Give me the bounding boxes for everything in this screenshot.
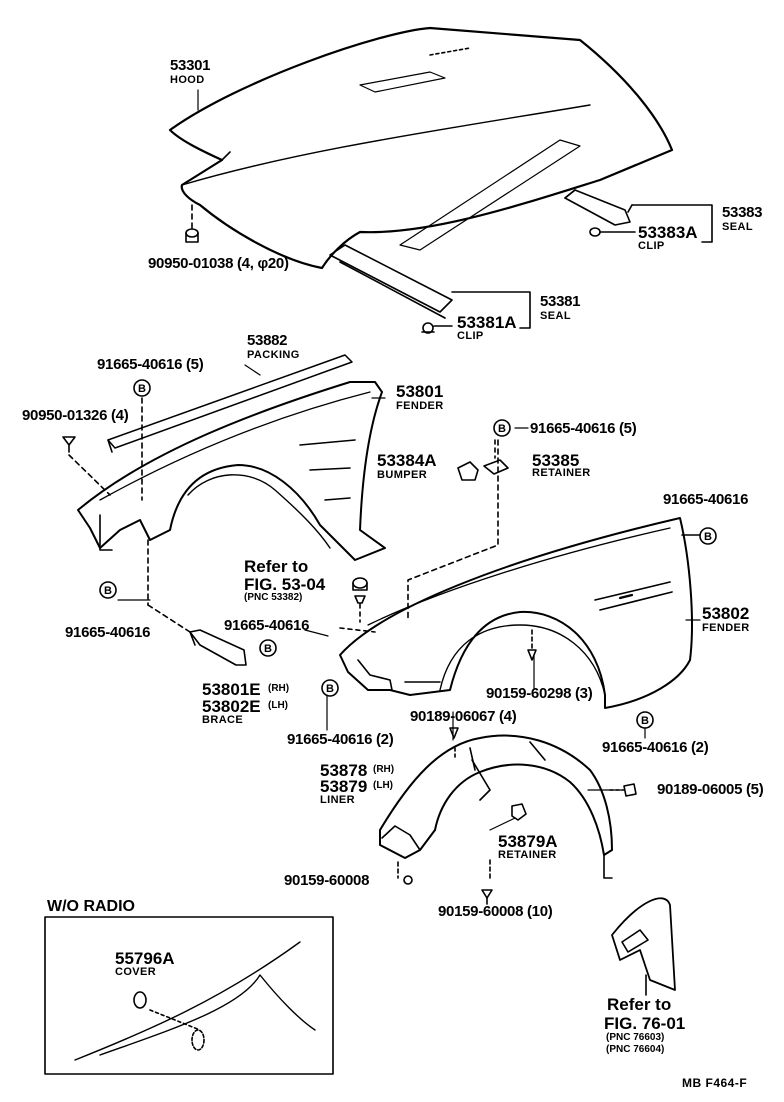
seal-53381-drawing — [329, 244, 531, 334]
pnc-53382-drawing — [352, 577, 368, 623]
fender-rh-drawing — [77, 381, 386, 561]
hood-part-number: 53301 — [170, 57, 211, 74]
leader-lines — [117, 89, 701, 831]
bolt-b-icon: B — [699, 527, 717, 545]
svg-text:B: B — [498, 423, 506, 435]
brace-drawing — [147, 539, 247, 666]
svg-text:B: B — [641, 715, 649, 727]
svg-text:B: B — [264, 643, 272, 655]
liner-drawing — [379, 734, 613, 881]
refer-top-line1: Refer to — [244, 557, 309, 576]
fender-rh-name: FENDER — [396, 400, 444, 412]
refer-bottom-line2: FIG. 76-01 — [604, 1014, 686, 1033]
clip-53381a-number: 53381A — [457, 313, 517, 332]
screw-60298-drawing — [527, 629, 537, 661]
bolt-b-icon: B — [99, 581, 117, 599]
clip-53383a-name: CLIP — [638, 240, 665, 252]
brace-lh-tag: (LH) — [268, 700, 288, 711]
fender-lh-drawing — [339, 517, 693, 709]
bumper-retainer-drawing — [457, 439, 509, 481]
mudguard-drawing — [611, 897, 676, 996]
bolt-2-left-label: 91665-40616 (2) — [287, 731, 394, 748]
fender-lh-name: FENDER — [702, 622, 750, 634]
bolt-5-top-label: 91665-40616 (5) — [97, 356, 204, 373]
screw-60008-label: 90159-60008 — [284, 872, 370, 889]
clip-90950-label: 90950-01326 (4) — [22, 407, 129, 424]
clip-90189-4-label: 90189-06067 (4) — [410, 708, 517, 725]
clip-90189-4-drawing — [449, 727, 459, 739]
hood-part-name: HOOD — [170, 74, 205, 86]
retainer-53879a-drawing — [511, 803, 527, 821]
refer-top-line2: FIG. 53-04 — [244, 575, 326, 594]
footer-code: MB F464-F — [682, 1076, 748, 1090]
liner-name: LINER — [320, 794, 355, 806]
bolt-left-label: 91665-40616 — [65, 624, 151, 641]
refer-top-line3: (PNC 53382) — [244, 592, 303, 603]
retainer-53385-number: 53385 — [532, 451, 580, 470]
seal-53383-drawing — [564, 189, 713, 243]
refer-bottom-line3: (PNC 76603) — [606, 1032, 665, 1043]
bolt-b-icon: B — [636, 711, 654, 729]
screw-60008-10-label: 90159-60008 (10) — [438, 903, 553, 920]
retainer-53879a-name: RETAINER — [498, 849, 557, 861]
liner-rh-tag: (RH) — [373, 764, 395, 775]
liner-rh-number: 53878 — [320, 761, 368, 780]
hood-bolt-label: 90950-01038 (4, φ20) — [148, 255, 289, 272]
bolt-symbols: B B B B B B B — [99, 379, 717, 729]
seal-53383-number: 53383 — [722, 204, 763, 221]
wo-radio-title: W/O RADIO — [47, 898, 135, 915]
packing-name: PACKING — [247, 349, 300, 361]
hood-drawing — [168, 26, 674, 270]
svg-text:B: B — [138, 383, 146, 395]
fender-lh-number: 53802 — [702, 604, 750, 623]
clip-90189-5-label: 90189-06005 (5) — [657, 781, 764, 798]
bolt-b-icon: B — [493, 419, 511, 437]
refer-bottom-line4: (PNC 76604) — [606, 1044, 665, 1055]
packing-drawing — [107, 354, 353, 453]
refer-bottom-line1: Refer to — [607, 995, 672, 1014]
svg-text:B: B — [326, 683, 334, 695]
bolt-2-right-label: 91665-40616 (2) — [602, 739, 709, 756]
seal-53381-number: 53381 — [540, 293, 581, 310]
seal-53383-name: SEAL — [722, 221, 753, 233]
bolt-5-right-label: 91665-40616 (5) — [530, 420, 637, 437]
bolt-mid-label: 91665-40616 — [224, 617, 310, 634]
wo-radio-box — [44, 916, 334, 1075]
bolt-right-edge-label: 91665-40616 — [663, 491, 749, 508]
brace-rh-number: 53801E — [202, 680, 261, 699]
hood-bolt-drawing — [185, 204, 199, 243]
clip-53381a-name: CLIP — [457, 330, 484, 342]
clip-90950-drawing — [62, 436, 111, 496]
brace-rh-tag: (RH) — [268, 683, 290, 694]
brace-lh-number: 53802E — [202, 697, 261, 716]
retainer-53879a-number: 53879A — [498, 832, 558, 851]
bumper-name: BUMPER — [377, 469, 428, 481]
seal-53381-name: SEAL — [540, 310, 571, 322]
brace-name: BRACE — [202, 714, 244, 726]
screw-60298-label: 90159-60298 (3) — [486, 685, 593, 702]
clip-53383a-number: 53383A — [638, 223, 698, 242]
screw-60008-drawing — [403, 875, 493, 905]
cover-name: COVER — [115, 966, 157, 978]
liner-lh-tag: (LH) — [373, 780, 393, 791]
fender-rh-number: 53801 — [396, 382, 444, 401]
bolt-b-icon: B — [321, 679, 339, 697]
bumper-number: 53384A — [377, 451, 437, 470]
packing-number: 53882 — [247, 332, 288, 349]
bolt-b-icon: B — [133, 379, 151, 397]
bolt-b-icon: B — [259, 639, 277, 657]
retainer-53385-name: RETAINER — [532, 467, 591, 479]
svg-text:B: B — [704, 531, 712, 543]
cover-number: 55796A — [115, 949, 175, 968]
liner-lh-number: 53879 — [320, 777, 368, 796]
svg-text:B: B — [104, 585, 112, 597]
